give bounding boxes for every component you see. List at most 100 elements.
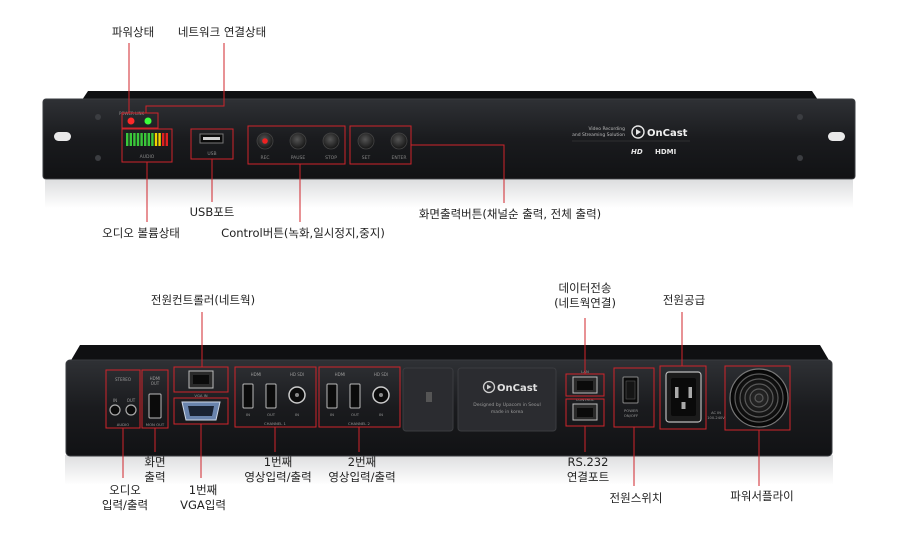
video-io-1-label: 1번째 영상입력/출력 (244, 455, 312, 484)
audio-out-jack[interactable] (125, 404, 137, 416)
rear-callout-lines (122, 312, 760, 486)
vga-input-1-label: 1번째 VGA입력 (180, 483, 226, 512)
front-top-lip (82, 91, 818, 100)
power-switch-label: 전원스위치 (609, 491, 663, 505)
usb-port-label: USB포트 (189, 205, 235, 219)
front-brand: OnCast (647, 128, 688, 139)
ch2-out-caption: OUT (351, 412, 360, 417)
channel-2-caption: CHANNEL 2 (348, 421, 371, 426)
ch2-hdmi-out-port[interactable] (349, 383, 361, 409)
play-triangle-icon (636, 129, 641, 135)
fan-grill-ring (754, 393, 764, 403)
fan-grill-ring (739, 378, 779, 418)
usb-caption: USB (207, 151, 216, 157)
power-supply-unit-label: 파워서플라이 (730, 489, 794, 503)
fan-grill-ring (749, 388, 769, 408)
hdmi-out-caption-2: OUT (151, 381, 160, 386)
rec-caption: REC (260, 155, 269, 161)
rear-top-lip (70, 345, 830, 362)
mon-out-caption: MON OUT (146, 422, 165, 427)
ch2-hdmi-caption: HDMI (335, 372, 346, 377)
data-transfer-label: 데이터전송 (네트웍연결) (554, 281, 616, 310)
meter-segment (126, 133, 129, 146)
play-triangle-icon (487, 384, 492, 390)
power-on-off-caption-2: ON/OFF (624, 413, 638, 418)
rec-dot-icon (262, 138, 268, 144)
fan-icon (729, 368, 789, 428)
meter-segment (162, 133, 165, 146)
ch2-sdi-in-caption: IN (379, 412, 383, 417)
hdmi-out-port[interactable] (148, 393, 162, 419)
power-supply-label: 전원공급 (662, 293, 706, 307)
fan-grill-ring (734, 373, 784, 423)
rear-reflection (65, 455, 833, 485)
ch1-sdi-pin (295, 393, 299, 397)
screw (95, 155, 101, 161)
front-rack-slot-left (54, 132, 71, 141)
tagline-line-2: and Streaming Solution (572, 132, 625, 138)
power-supply-callout-box (659, 365, 707, 430)
usb-port-tongue (203, 137, 220, 140)
ch1-hdmi-in-port[interactable] (242, 383, 254, 409)
hdmi-badge: HDMI (655, 148, 676, 156)
power-controller-label: 전원컨트롤러(네트웍) (150, 293, 256, 307)
front-reflection (45, 180, 853, 208)
meter-segment (147, 133, 150, 146)
network-status-leader (145, 43, 225, 113)
stop-button[interactable] (322, 132, 340, 150)
front-unit: POWER LINK AUDIO USB REC PAUSE STOP SET … (42, 91, 856, 208)
meter-segment (140, 133, 143, 146)
power-switch-rocker (625, 380, 636, 400)
control-buttons-label: Control버튼(녹화,일시정지,중지) (221, 226, 385, 240)
ch2-hdmi-in-port[interactable] (326, 383, 338, 409)
stop-caption: STOP (325, 155, 337, 161)
vga-in-caption: VGA IN (194, 393, 207, 398)
network-status-label: 네트워크 연결상태 (177, 25, 267, 39)
meter-segment (129, 133, 132, 146)
ch2-sdi-caption: HD SDI (374, 372, 388, 377)
rear-chassis-edge (65, 359, 833, 457)
front-chassis (43, 99, 855, 179)
enter-caption: ENTER (392, 155, 407, 161)
channel-1-caption: CHANNEL 1 (264, 421, 287, 426)
control-buttons-callout-box (247, 125, 346, 165)
fan-grill-ring (744, 383, 774, 413)
vga-port-socket (188, 406, 214, 416)
enter-button[interactable] (390, 132, 408, 150)
front-callout-lines (128, 43, 505, 222)
play-circle-icon (482, 380, 496, 394)
ch1-in-caption: IN (246, 412, 250, 417)
power-led (127, 117, 135, 125)
kensington-slot (426, 392, 432, 402)
meter-segment (133, 133, 136, 146)
designed-by-caption: Designed by Upacom in Seoul (473, 402, 541, 408)
meter-segment (158, 133, 161, 146)
ch1-hdmi-caption: HDMI (251, 372, 262, 377)
lan-port-socket (577, 381, 593, 390)
meter-segment (151, 133, 154, 146)
meter-segment (154, 133, 158, 146)
ch2-in-caption: IN (330, 412, 334, 417)
display-output-buttons-label: 화면출력버튼(채널순 출력, 전체 출력) (418, 207, 602, 221)
stereo-caption: STEREO (115, 377, 131, 382)
power-inlet-socket (671, 378, 696, 416)
pause-caption: PAUSE (291, 155, 306, 161)
audio-in-caption: IN (113, 398, 117, 403)
ch1-sdi-in-caption: IN (295, 412, 299, 417)
power-on-off-caption: POWER (624, 408, 638, 413)
brand-plate (457, 367, 557, 432)
made-in-caption: made in korea (491, 409, 523, 415)
tagline-line-1: Video Recording (588, 126, 625, 132)
ch2-sdi-pin (379, 393, 383, 397)
power-controller-callout-box (173, 366, 229, 393)
front-rack-slot-right (828, 132, 845, 141)
set-caption: SET (362, 155, 371, 161)
meter-segment (165, 133, 168, 146)
audio-in-jack[interactable] (109, 404, 121, 416)
set-button[interactable] (357, 132, 375, 150)
ch1-hdmi-out-port[interactable] (265, 383, 277, 409)
inlet-pin (688, 387, 692, 398)
pause-button[interactable] (289, 132, 307, 150)
fan-grill (734, 373, 784, 423)
